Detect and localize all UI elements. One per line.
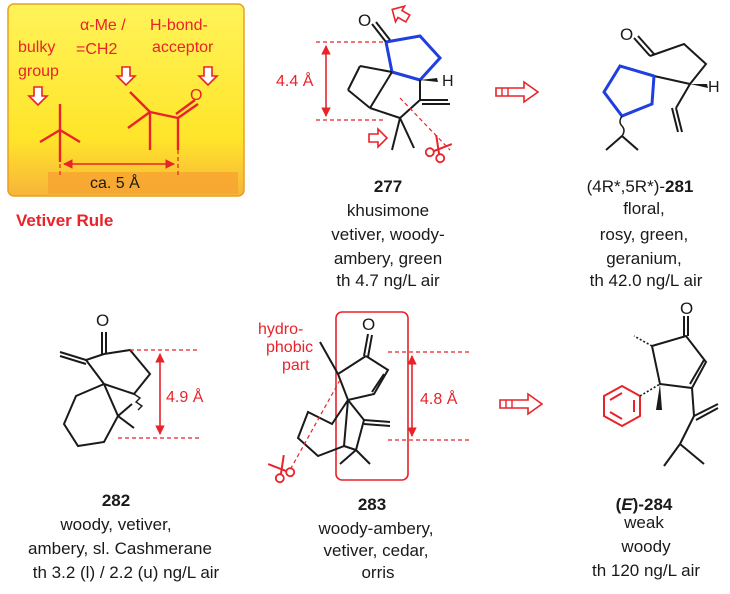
m277-line-1: khusimone xyxy=(347,201,429,220)
transform-arrow-top-icon xyxy=(495,81,539,103)
m284-phenyl-ring xyxy=(603,384,641,428)
m277-methyl-arrow-icon xyxy=(368,128,388,148)
m277-number: 277 xyxy=(374,177,402,196)
m283-distance-label: 4.8 Å xyxy=(420,389,458,408)
m281-line-3: geranium, xyxy=(606,249,682,268)
m283-hydrophobic-line-2: phobic xyxy=(266,339,313,356)
molecule-282: O 4.9 Å 282 woody, vetiver, ambery, sl. … xyxy=(28,311,220,582)
m284-hashed-methyl xyxy=(633,335,653,347)
molecule-283: hydro- phobic part O 4.8 Å 283 xyxy=(258,311,470,582)
rule-oxygen: O xyxy=(190,87,202,104)
ch2-label: =CH2 xyxy=(76,41,117,58)
m282-line-3: th 3.2 (l) / 2.2 (u) ng/L air xyxy=(33,563,220,582)
m281-cyclopentanone-bonds xyxy=(633,35,708,133)
hbond-label-line1: H-bond- xyxy=(150,17,208,34)
m283-line-3: orris xyxy=(361,563,394,582)
vetiver-rule-panel: α-Me / =CH2 H-bond- acceptor bulky group… xyxy=(7,3,245,197)
m281-oxygen: O xyxy=(620,25,633,44)
m282-line-1: woody, vetiver, xyxy=(59,515,171,534)
molecule-284: O (E)-284 weak woody th 120 ng/L air xyxy=(592,299,719,580)
rule-distance-guides xyxy=(59,150,179,178)
svg-text:α-Me /: α-Me / xyxy=(80,17,126,34)
m284-line-3: th 120 ng/L air xyxy=(592,561,700,580)
m282-oxygen: O xyxy=(96,311,109,330)
m283-hydrophobic-line-1: hydro- xyxy=(258,321,303,338)
m284-line-1: weak xyxy=(623,513,664,532)
m277-oxygen: O xyxy=(358,11,371,30)
m282-line-2: ambery, sl. Cashmerane xyxy=(28,539,212,558)
rule-distance-label: ca. 5 Å xyxy=(90,173,140,192)
m282-distance-label: 4.9 Å xyxy=(166,387,204,406)
m282-number: 282 xyxy=(102,491,130,510)
m283-line-2: vetiver, cedar, xyxy=(324,541,429,560)
m282-distance-guides xyxy=(118,349,200,439)
m277-line-3: ambery, green xyxy=(334,249,442,268)
m281-hydrogen: H xyxy=(708,79,720,96)
m281-line-1: floral, xyxy=(623,199,665,218)
m283-scissors-icon xyxy=(266,453,297,485)
m283-number: 283 xyxy=(358,495,386,514)
m283-oxygen: O xyxy=(362,315,375,334)
alpha-me-label: α-Me / xyxy=(80,17,126,34)
bulky-label-line1: bulky xyxy=(18,39,55,56)
hbond-label-line2: acceptor xyxy=(152,39,214,56)
m277-cyclopentanone-ring xyxy=(384,34,443,82)
bulky-label-line2: group xyxy=(18,63,59,80)
m277-line-4: th 4.7 ng/L air xyxy=(336,271,440,290)
m284-bonds xyxy=(651,316,719,467)
m281-line-2: rosy, green, xyxy=(600,225,689,244)
m277-carbonyl-arrow-icon xyxy=(386,0,414,28)
tert-butyl-skeleton xyxy=(39,91,199,162)
m284-line-2: woody xyxy=(620,537,671,556)
m281-header: (4R*,5R*)-281 xyxy=(587,177,694,196)
molecule-277: 4.4 Å O H 277 khusimone veti xyxy=(276,0,454,290)
vetiver-rule-title: Vetiver Rule xyxy=(16,211,113,230)
m277-line-2: vetiver, woody- xyxy=(331,225,444,244)
molecule-281: O H (4R*,5R*)-281 floral, rosy, green, g… xyxy=(587,25,720,290)
m277-distance-label: 4.4 Å xyxy=(276,71,314,90)
m282-bonds xyxy=(59,332,152,448)
m283-hydrophobic-line-3: part xyxy=(282,357,310,374)
m277-distance-guides xyxy=(316,41,384,121)
m277-hydrogen: H xyxy=(442,73,454,90)
m281-line-4: th 42.0 ng/L air xyxy=(590,271,703,290)
m283-bonds xyxy=(296,333,391,465)
m283-line-1: woody-ambery, xyxy=(318,519,434,538)
m284-oxygen: O xyxy=(680,299,693,318)
m284-header: (E)-284 xyxy=(616,495,673,514)
m281-cyclopentane-ring xyxy=(602,64,656,118)
transform-arrow-bottom-icon xyxy=(499,393,543,415)
